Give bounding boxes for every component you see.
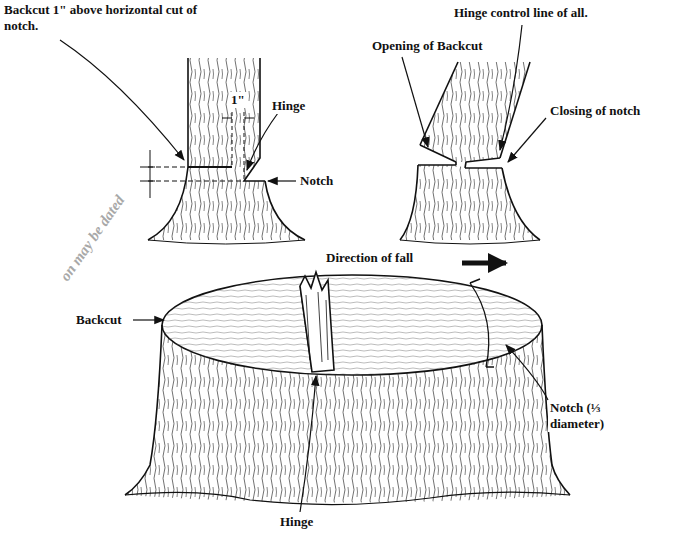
part-label: Notch (⅓ diameter) xyxy=(548,400,630,432)
stump xyxy=(125,272,570,505)
callout-text: Hinge control line of all. xyxy=(452,5,590,21)
leader-arrows xyxy=(60,25,548,512)
fall-direction-arrow xyxy=(462,261,506,266)
callout-text: Closing of notch xyxy=(548,103,642,119)
part-label: Hinge xyxy=(278,514,315,530)
part-label: Backcut xyxy=(74,312,124,328)
dimension-lines xyxy=(140,112,254,198)
falling-tree xyxy=(400,62,540,244)
part-label: Hinge xyxy=(270,98,307,114)
part-label: Notch xyxy=(298,173,335,189)
callout-text: Backcut 1" above horizontal cut of notch… xyxy=(2,2,224,34)
callout-text: Opening of Backcut xyxy=(370,38,485,54)
direction-label: Direction of fall xyxy=(324,250,415,266)
watermark: on may be dated xyxy=(56,191,129,286)
standing-tree xyxy=(148,58,305,244)
dimension-label: 1" xyxy=(229,92,247,108)
